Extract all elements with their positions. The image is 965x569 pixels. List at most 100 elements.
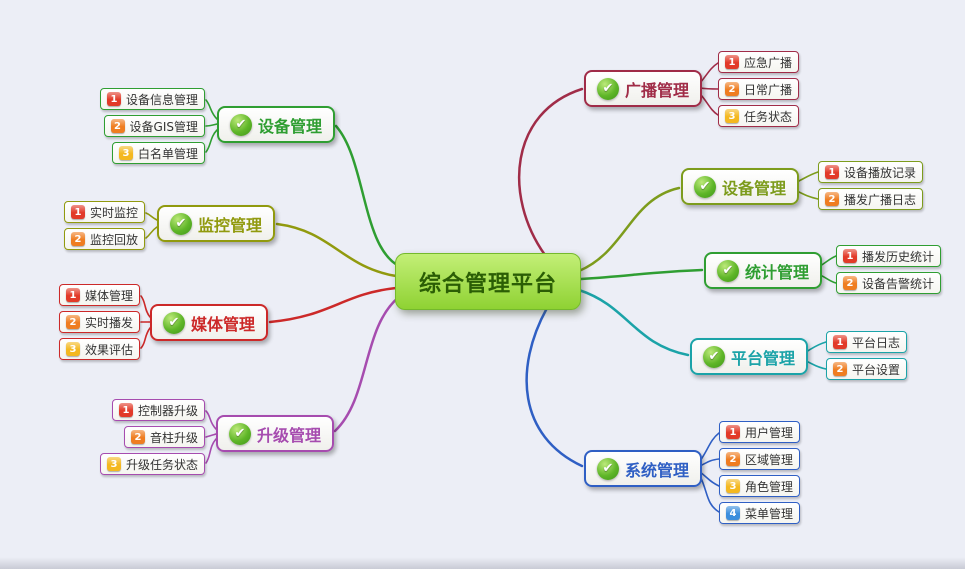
child-item[interactable]: 3 角色管理 xyxy=(719,475,801,497)
child-item[interactable]: 2 音柱升级 xyxy=(123,426,205,448)
branch-label: 平台管理 xyxy=(730,348,795,368)
child-label: 菜单管理 xyxy=(745,506,794,521)
child-label: 实时监控 xyxy=(89,205,138,220)
branch-node-platform-management[interactable]: ✔ 平台管理 xyxy=(690,338,808,375)
branch-node-statistics-management[interactable]: ✔ 统计管理 xyxy=(704,252,822,289)
branch-link xyxy=(334,124,401,268)
child-label: 平台设置 xyxy=(852,362,901,377)
check-icon: ✔ xyxy=(229,113,252,136)
child-item[interactable]: 4 菜单管理 xyxy=(719,502,801,524)
number-badge: 1 xyxy=(70,205,85,219)
child-item[interactable]: 1 实时监控 xyxy=(63,201,145,223)
child-link xyxy=(699,62,719,84)
branch-link xyxy=(275,222,398,278)
number-badge: 2 xyxy=(833,362,847,376)
child-link xyxy=(819,255,837,267)
child-label: 设备GIS管理 xyxy=(129,119,198,134)
child-link xyxy=(699,93,719,116)
child-label: 平台日志 xyxy=(852,335,901,350)
number-badge: 2 xyxy=(110,119,125,133)
check-icon: ✔ xyxy=(162,311,185,334)
branch-node-upgrade-management[interactable]: ✔ 升级管理 xyxy=(216,415,334,452)
check-icon: ✔ xyxy=(702,345,725,368)
number-badge: 2 xyxy=(70,232,85,246)
child-item[interactable]: 2 日常广播 xyxy=(718,78,800,100)
child-label: 实时播发 xyxy=(84,315,133,330)
child-label: 角色管理 xyxy=(745,479,794,494)
child-link xyxy=(796,190,819,200)
links-upgrade-management xyxy=(205,295,401,464)
child-item[interactable]: 3 白名单管理 xyxy=(111,142,205,164)
child-item[interactable]: 2 监控回放 xyxy=(63,228,145,250)
number-badge: 2 xyxy=(65,315,80,329)
child-item[interactable]: 1 设备播放记录 xyxy=(818,161,924,183)
branch-label: 监控管理 xyxy=(197,215,262,235)
center-node[interactable]: 综合管理平台 xyxy=(395,253,581,310)
child-link xyxy=(205,129,218,153)
number-badge: 3 xyxy=(725,109,739,123)
branch-node-system-management[interactable]: ✔ 系统管理 xyxy=(584,450,702,487)
branch-node-broadcast-management[interactable]: ✔ 广播管理 xyxy=(584,70,702,107)
child-label: 升级任务状态 xyxy=(125,457,198,472)
branch-node-monitoring-management[interactable]: ✔ 监控管理 xyxy=(157,205,275,242)
check-icon: ✔ xyxy=(169,212,192,235)
child-label: 日常广播 xyxy=(744,82,793,97)
child-item[interactable]: 2 实时播发 xyxy=(58,311,140,333)
child-link xyxy=(205,433,217,438)
branch-link xyxy=(333,295,401,433)
number-badge: 1 xyxy=(65,288,80,302)
child-link xyxy=(145,226,158,239)
branch-node-media-management[interactable]: ✔ 媒体管理 xyxy=(150,304,268,341)
number-badge: 2 xyxy=(725,82,739,96)
number-badge: 3 xyxy=(65,342,80,356)
child-label: 效果评估 xyxy=(84,342,133,357)
child-link xyxy=(819,274,837,284)
child-item[interactable]: 2 设备告警统计 xyxy=(836,272,942,294)
child-label: 用户管理 xyxy=(745,425,794,440)
check-icon: ✔ xyxy=(596,77,619,100)
branch-label: 系统管理 xyxy=(624,460,689,480)
branch-link xyxy=(518,87,584,257)
number-badge: 3 xyxy=(726,479,740,493)
child-label: 媒体管理 xyxy=(84,288,133,303)
child-item[interactable]: 2 区域管理 xyxy=(719,448,801,470)
child-link xyxy=(140,295,151,318)
child-label: 播发广播日志 xyxy=(844,192,917,207)
child-link xyxy=(805,360,827,370)
child-link xyxy=(205,123,218,127)
number-badge: 2 xyxy=(726,452,740,466)
number-badge: 1 xyxy=(825,165,839,179)
check-icon: ✔ xyxy=(596,457,619,480)
child-item[interactable]: 1 控制器升级 xyxy=(111,399,205,421)
child-label: 任务状态 xyxy=(744,109,793,124)
links-monitoring-management xyxy=(145,212,398,278)
child-item[interactable]: 1 播发历史统计 xyxy=(836,245,942,267)
child-link xyxy=(145,212,158,221)
child-label: 播发历史统计 xyxy=(862,249,935,264)
branch-node-device-management-left[interactable]: ✔ 设备管理 xyxy=(217,106,335,143)
child-label: 白名单管理 xyxy=(137,146,198,161)
child-item[interactable]: 1 应急广播 xyxy=(718,51,800,73)
child-item[interactable]: 2 平台设置 xyxy=(826,358,908,380)
child-item[interactable]: 1 用户管理 xyxy=(719,421,801,443)
child-item[interactable]: 2 设备GIS管理 xyxy=(103,115,205,137)
check-icon: ✔ xyxy=(693,175,716,198)
child-item[interactable]: 3 升级任务状态 xyxy=(99,453,205,475)
child-link xyxy=(699,432,720,462)
child-item[interactable]: 2 播发广播日志 xyxy=(818,188,924,210)
child-link xyxy=(699,458,720,467)
branch-label: 媒体管理 xyxy=(190,314,255,334)
child-item[interactable]: 3 任务状态 xyxy=(718,105,800,127)
child-item[interactable]: 1 媒体管理 xyxy=(58,284,140,306)
number-badge: 1 xyxy=(118,403,133,417)
branch-label: 广播管理 xyxy=(624,80,689,100)
child-label: 设备信息管理 xyxy=(125,92,198,107)
number-badge: 3 xyxy=(106,457,121,471)
child-item[interactable]: 1 平台日志 xyxy=(826,331,908,353)
branch-link xyxy=(577,186,681,273)
child-item[interactable]: 1 设备信息管理 xyxy=(99,88,205,110)
child-item[interactable]: 3 效果评估 xyxy=(58,338,140,360)
number-badge: 2 xyxy=(130,430,145,444)
branch-node-device-management-right[interactable]: ✔ 设备管理 xyxy=(681,168,799,205)
